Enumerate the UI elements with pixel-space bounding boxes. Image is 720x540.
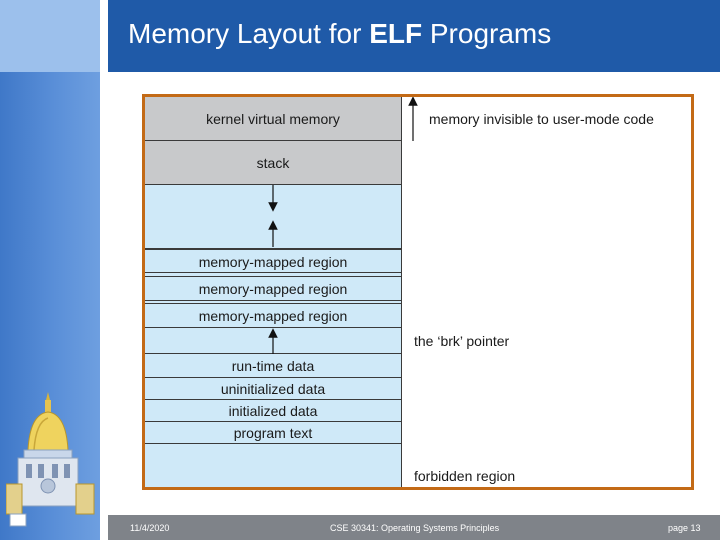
divider-line: [105, 0, 106, 540]
stack-segment: stack: [145, 141, 402, 185]
forbidden-segment: [145, 444, 402, 487]
divider-line: [100, 0, 103, 540]
footer-bar: [108, 515, 720, 540]
footer-date: 11/4/2020: [130, 523, 170, 533]
title-bar: [108, 0, 720, 72]
initialized-data-segment: initialized data: [145, 400, 402, 422]
footer-page-number: page 13: [668, 523, 701, 533]
gap-region: [145, 301, 402, 304]
brk-pointer-label: the ‘brk’ pointer: [414, 333, 510, 349]
gap-region: [145, 273, 402, 277]
title-bold: ELF: [369, 18, 423, 49]
mmap-segment: memory-mapped region: [145, 249, 402, 273]
uninitialized-data-segment: uninitialized data: [145, 378, 402, 400]
mmap-segment: memory-mapped region: [145, 304, 402, 328]
diagram-arrows: [268, 97, 418, 354]
golden-dome-logo: [6, 392, 95, 527]
invisible-label: memory invisible to user-mode code: [429, 111, 654, 127]
mmap-segment: memory-mapped region: [145, 277, 402, 301]
title-prefix: Memory Layout for: [128, 18, 370, 49]
left-band-top: [0, 0, 100, 72]
memory-layout-diagram: kernel virtual memory stack memory-mappe…: [142, 94, 694, 490]
kernel-segment: kernel virtual memory: [145, 97, 402, 141]
runtime-data-segment: run-time data: [145, 354, 402, 378]
program-text-segment: program text: [145, 422, 402, 444]
footer-course: CSE 30341: Operating Systems Principles: [330, 523, 500, 533]
title-suffix: Programs: [422, 18, 552, 49]
slide-title: Memory Layout for ELF Programs: [128, 18, 551, 50]
forbidden-region-label: forbidden region: [414, 468, 516, 484]
